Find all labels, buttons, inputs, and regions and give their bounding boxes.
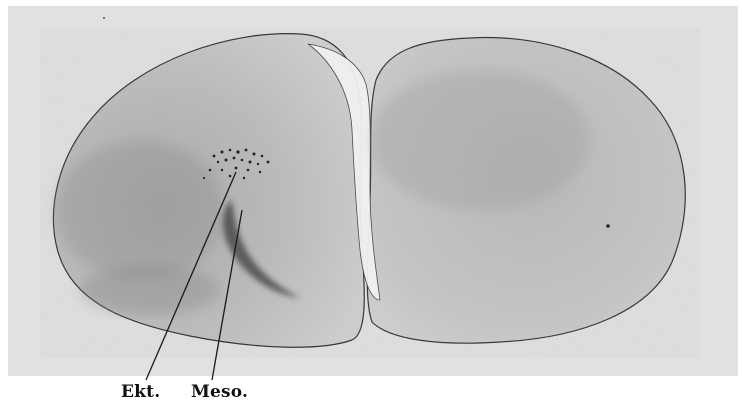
dark-region-lower [80,265,220,315]
meso-label: Meso. [191,382,248,402]
speck [103,17,105,19]
dark-region-right [370,70,590,210]
ekt-label: Ekt. [121,382,160,402]
dark-region-left [55,140,225,280]
speck [606,224,610,228]
